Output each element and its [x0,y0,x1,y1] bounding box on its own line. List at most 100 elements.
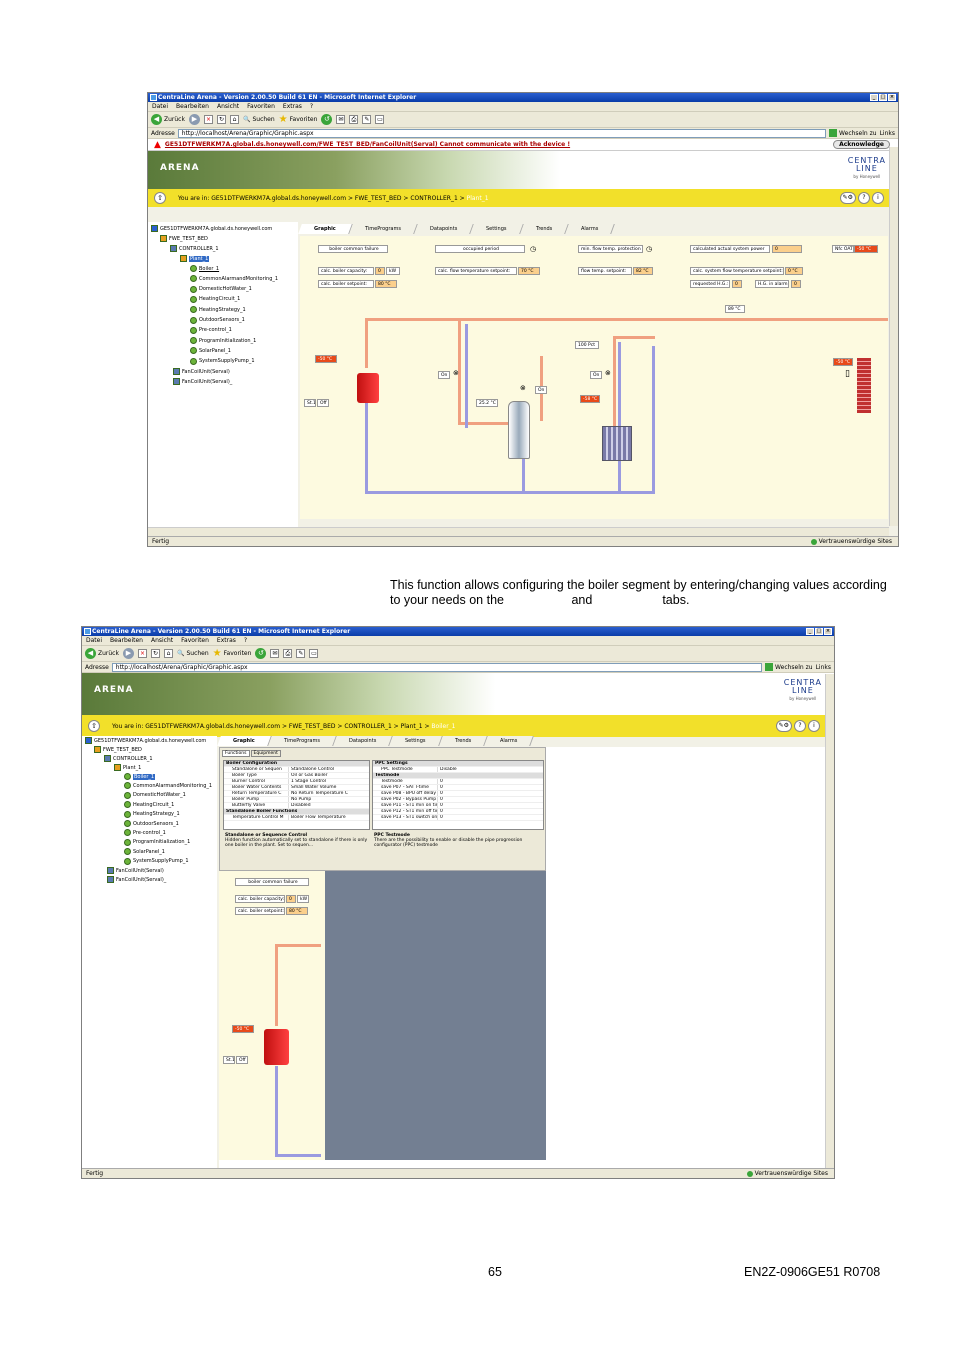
tree-item[interactable]: ProgramInitialization_1 [124,838,190,846]
tab-alarms[interactable]: Alarms [564,224,615,234]
tree-item[interactable]: SolarPanel_1 [124,848,165,856]
refresh-icon[interactable]: ↻ [150,649,160,658]
tree-plant[interactable]: Plant_1 [180,255,210,262]
tree-controller[interactable]: CONTROLLER_1 [170,245,219,252]
links-label[interactable]: Links [815,663,831,671]
property-value[interactable]: 0 [437,809,543,814]
menu-help[interactable]: ? [309,103,314,110]
horizontal-scrollbar[interactable] [148,527,889,536]
tree-fancoil[interactable]: FanCoilUnit(Serval)_ [107,876,166,884]
tree-item[interactable]: DomesticHotWater_1 [190,285,252,293]
property-value[interactable]: 0 [437,797,543,802]
pump2-icon[interactable]: ⊗ [605,369,611,377]
property-value[interactable]: Oil or Gas Boiler [288,773,369,778]
tree-item[interactable]: OutdoorSensors_1 [190,316,245,324]
property-value[interactable]: No Pump [288,797,369,802]
tab-graphic[interactable]: Graphic [217,736,272,746]
acknowledge-button[interactable]: Acknowledge [833,140,890,149]
favorites-button[interactable]: ★Favoriten [213,648,252,659]
tab-timeprograms[interactable]: TimePrograms [348,224,418,234]
info-icon[interactable]: i [808,720,820,732]
menu-help[interactable]: ? [243,637,248,644]
tree-item[interactable]: HeatingCircuit_1 [190,295,240,303]
tree-plant[interactable]: Plant_1 [114,764,141,771]
menu-ansicht[interactable]: Ansicht [216,103,240,110]
stop-icon[interactable]: × [203,115,213,124]
pump3-icon[interactable]: ⊗ [520,384,526,392]
home-icon[interactable]: ⌂ [229,115,239,124]
tree-site[interactable]: FWE_TEST_BED [94,746,142,753]
minimize-button[interactable]: _ [870,94,878,101]
menu-datei[interactable]: Datei [86,637,103,644]
tree-controller[interactable]: CONTROLLER_1 [104,755,153,762]
property-category[interactable]: PPC Settings [373,761,543,767]
dhw-tank[interactable] [508,401,530,459]
mail-icon[interactable]: ✉ [336,115,346,124]
folder-icon[interactable]: ▭ [375,115,385,124]
up-arrow-icon[interactable]: ⇧ [154,192,166,204]
tree-root[interactable]: GE51DTFWERKM7A.global.ds.honeywell.com [151,225,272,232]
tree-item[interactable]: DomesticHotWater_1 [124,791,186,799]
history-icon[interactable]: ↺ [321,114,333,125]
minimize-button[interactable]: _ [806,628,814,635]
tab-trends[interactable]: Trends [438,736,488,746]
tree-site[interactable]: FWE_TEST_BED [160,235,208,242]
tab-settings[interactable]: Settings [389,736,443,746]
property-category[interactable]: Boiler Configuration [224,761,369,767]
property-value[interactable]: 0 [437,791,543,796]
tree-item[interactable]: SystemSupplyPump_1 [190,357,255,365]
tree-item[interactable]: Boiler_1 [190,265,219,272]
forward-arrow-icon[interactable]: ▶ [188,114,200,125]
tab-graphic[interactable]: Graphic [298,224,353,234]
tab-alarms[interactable]: Alarms [483,736,534,746]
favorites-button[interactable]: ★Favoriten [279,114,318,125]
property-value[interactable]: Disabled [288,803,369,808]
vertical-scrollbar[interactable] [825,674,834,1168]
back-button[interactable]: ◀Zurück [151,114,185,125]
links-label[interactable]: Links [879,129,895,137]
property-value[interactable]: No Return Temperature C [288,791,369,796]
tree-item[interactable]: CommonAlarmandMonitoring_1 [124,782,212,790]
tree-item[interactable]: Pre-control_1 [124,829,166,837]
tree-fancoil[interactable]: FanCoilUnit(Serval)_ [173,378,232,386]
refresh-icon[interactable]: ↻ [216,115,226,124]
subtab-functions[interactable]: Functions [222,750,250,757]
tree-item[interactable]: HeatingStrategy_1 [190,306,246,314]
up-arrow-icon[interactable]: ⇧ [88,720,100,732]
radiator-unit[interactable] [602,426,632,461]
menu-extras[interactable]: Extras [216,637,236,644]
address-input[interactable]: http://localhost/Arena/Graphic/Graphic.a… [111,662,763,672]
menu-favoriten[interactable]: Favoriten [181,637,209,644]
stop-icon[interactable]: × [137,649,147,658]
property-value[interactable]: 0 [437,803,543,808]
close-button[interactable]: × [888,94,896,101]
home-icon[interactable]: ⌂ [163,649,173,658]
tree-root[interactable]: GE51DTFWERKM7A.global.ds.honeywell.com [85,737,206,744]
tree-item[interactable]: ProgramInitialization_1 [190,337,256,345]
forward-arrow-icon[interactable]: ▶ [122,648,134,659]
edit-tools-icon[interactable]: ✎⚙ [839,192,856,204]
folder-icon[interactable]: ▭ [309,649,319,658]
search-button[interactable]: 🔍Suchen [177,650,209,657]
tree-item[interactable]: HeatingStrategy_1 [124,810,180,818]
property-value[interactable]: 0 [437,815,543,820]
close-button[interactable]: × [824,628,832,635]
menu-ansicht[interactable]: Ansicht [150,637,174,644]
address-input[interactable]: http://localhost/Arena/Graphic/Graphic.a… [177,128,827,138]
breadcrumb-path[interactable]: GE51DTFWERKM7A.global.ds.honeywell.com >… [145,722,432,730]
info-icon[interactable]: i [872,192,884,204]
tab-settings[interactable]: Settings [470,224,524,234]
mail-icon[interactable]: ✉ [270,649,280,658]
tree-item[interactable]: Boiler_1 [124,773,156,780]
